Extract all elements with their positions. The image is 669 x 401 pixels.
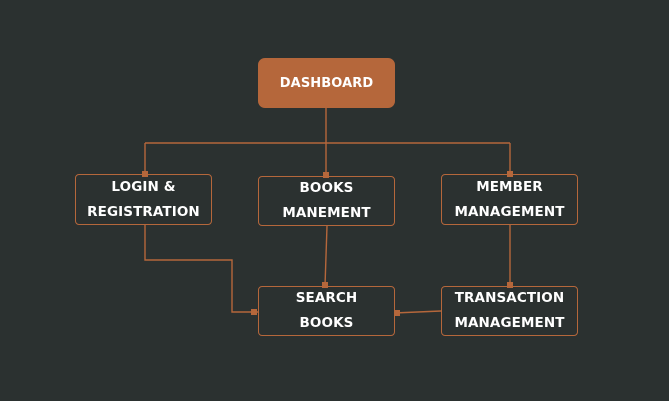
connector-transaction-search <box>393 310 442 314</box>
node-member-line2: MANAGEMENT <box>454 203 565 220</box>
node-books-line2: MANEMENT <box>282 205 371 221</box>
node-search-line1: SEARCH <box>295 290 358 306</box>
node-transaction-management[interactable]: TRANSACTION MANAGEMENT <box>441 286 578 336</box>
node-member-line1: MEMBER <box>476 178 543 195</box>
node-search-line2: BOOKS <box>299 315 354 331</box>
node-search-books[interactable]: SEARCH BOOKS <box>258 286 395 336</box>
node-login-registration[interactable]: LOGIN & REGISTRATION <box>75 174 212 225</box>
node-dashboard-label: DASHBOARD <box>279 75 374 91</box>
node-dashboard[interactable]: DASHBOARD <box>258 58 395 108</box>
connector-marker <box>322 282 328 288</box>
node-transaction-line1: TRANSACTION <box>454 290 565 306</box>
connector-marker <box>323 172 329 178</box>
node-books-line1: BOOKS <box>299 180 354 196</box>
node-login-line2: REGISTRATION <box>87 203 200 220</box>
connector-marker <box>507 282 513 288</box>
connector-login-search <box>144 225 258 313</box>
connector-dashboard-bus <box>145 107 510 144</box>
node-books-management[interactable]: BOOKS MANEMENT <box>258 176 395 226</box>
connector-books-search <box>324 225 328 287</box>
node-transaction-line2: MANAGEMENT <box>454 315 565 331</box>
connector-marker <box>394 310 400 316</box>
node-member-management[interactable]: MEMBER MANAGEMENT <box>441 174 578 225</box>
connector-marker <box>251 309 257 315</box>
node-login-line1: LOGIN & <box>111 178 176 195</box>
